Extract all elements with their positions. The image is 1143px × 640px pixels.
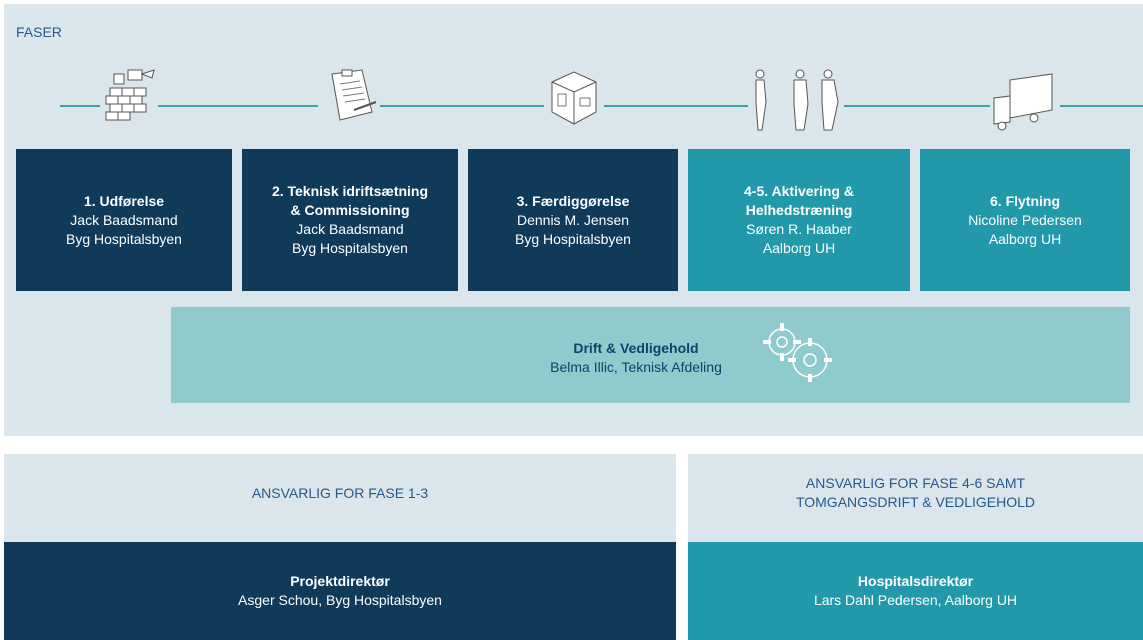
phase-person: Søren R. Haaber [746,221,852,237]
phase-org: Aalborg UH [762,240,836,256]
truck-icon [990,72,1060,134]
operations-box [171,307,1130,403]
room-icon [544,68,604,128]
phase-3-box: 3. Færdiggørelse Dennis M. Jensen Byg Ho… [468,149,678,291]
phase-title: 2. Teknisk idriftsætning & Commissioning [271,183,429,218]
phase-2-box: 2. Teknisk idriftsætning & Commissioning… [242,149,458,291]
phase-title: 4-5. Aktivering & Helhedstræning [744,183,854,218]
phase-person: Jack Baadsmand [70,211,178,228]
checklist-icon [318,68,380,126]
role-person: Asger Schou, Byg Hospitalsbyen [238,592,442,608]
construction-icon [100,66,158,128]
phases-heading: FASER [16,24,62,40]
operations-subtitle: Belma Illic, Teknisk Afdeling [550,359,722,375]
operations-title: Drift & Vedligehold [573,340,699,356]
phase-person: Nicoline Pedersen [968,211,1082,228]
phase-person: Dennis M. Jensen [516,211,630,228]
gears-icon [763,323,832,382]
responsibility-heading-1: ANSVARLIG FOR FASE 1-3 [251,485,429,501]
phase-org: Byg Hospitalsbyen [292,240,408,256]
role-title: Hospitalsdirektør [857,573,974,589]
phase-4-5-box: 4-5. Aktivering & Helhedstræning Søren R… [688,149,910,291]
responsibility-panel-1 [4,454,676,542]
phase-title: 6. Flytning [990,192,1060,209]
responsibility-box-2: Hospitalsdirektør Lars Dahl Pedersen, Aa… [688,542,1143,640]
phase-1-box: 1. Udførelse Jack Baadsmand Byg Hospital… [16,149,232,291]
responsibility-heading-2: ANSVARLIG FOR FASE 4-6 SAMT TOMGANGSDRIF… [795,475,1036,510]
phase-title: 1. Udførelse [83,192,165,209]
phase-title: 3. Færdiggørelse [516,192,630,209]
phase-person: Jack Baadsmand [296,221,404,237]
phase-org: Aalborg UH [988,230,1062,247]
operations-text: Drift & Vedligehold Belma Illic, Teknisk… [536,339,736,377]
role-person: Lars Dahl Pedersen, Aalborg UH [813,592,1018,608]
phase-6-box: 6. Flytning Nicoline Pedersen Aalborg UH [920,149,1130,291]
phase-org: Byg Hospitalsbyen [66,230,182,247]
people-icon [748,66,844,132]
responsibility-panel-2 [688,454,1143,542]
phase-org: Byg Hospitalsbyen [515,230,631,247]
role-title: Projektdirektør [290,573,390,589]
responsibility-box-1: Projektdirektør Asger Schou, Byg Hospita… [4,542,676,640]
